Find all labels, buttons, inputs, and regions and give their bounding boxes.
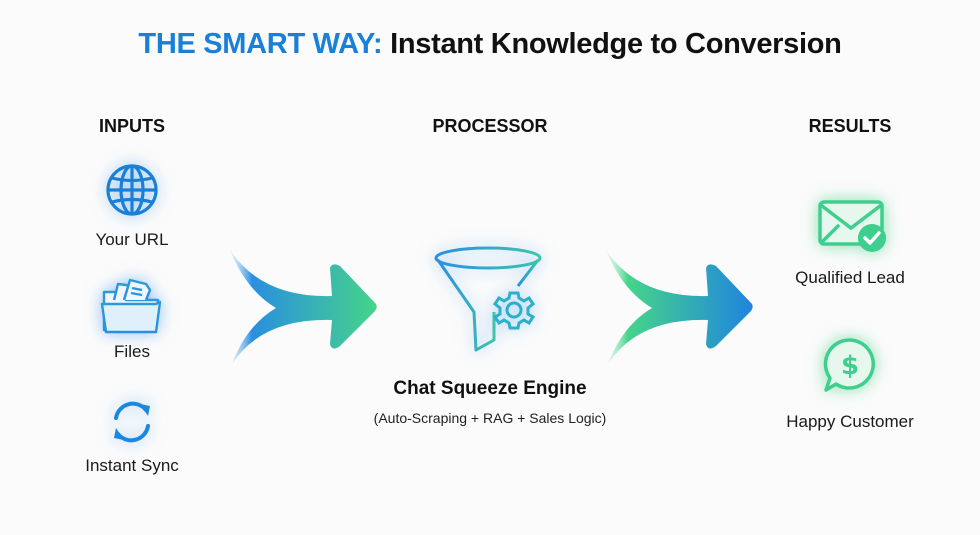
input-label: Instant Sync	[85, 456, 179, 475]
dollar-chat-icon: $	[823, 338, 875, 392]
mail-check-icon	[818, 200, 886, 252]
folder-files-icon	[100, 278, 162, 334]
globe-icon	[106, 164, 158, 216]
result-happy-customer: $ Happy Customer	[770, 336, 930, 432]
title-accent: THE SMART WAY:	[138, 28, 383, 60]
input-label: Your URL	[95, 230, 169, 249]
engine-name: Chat Squeeze Engine	[393, 378, 587, 399]
engine-subtitle: (Auto-Scraping + RAG + Sales Logic)	[373, 410, 607, 426]
result-label: Happy Customer	[786, 412, 914, 431]
results-heading: RESULTS	[808, 116, 892, 136]
funnel-gear-icon	[434, 246, 542, 352]
page-title: THE SMART WAY: Instant Knowledge to Conv…	[0, 28, 980, 61]
inputs-heading: INPUTS	[98, 116, 165, 136]
title-rest: Instant Knowledge to Conversion	[382, 28, 842, 60]
input-instant-sync: Instant Sync	[70, 396, 194, 476]
input-files: Files	[70, 278, 194, 362]
arrow-right-icon	[230, 250, 377, 364]
svg-text:$: $	[841, 351, 859, 381]
result-qualified-lead: Qualified Lead	[780, 198, 920, 288]
arrow-right-icon	[606, 250, 753, 364]
result-label: Qualified Lead	[795, 268, 905, 287]
input-label: Files	[114, 342, 150, 361]
input-your-url: Your URL	[70, 162, 194, 250]
processor-heading: PROCESSOR	[432, 116, 548, 136]
sync-icon	[114, 401, 150, 443]
